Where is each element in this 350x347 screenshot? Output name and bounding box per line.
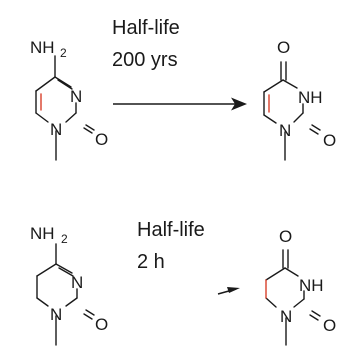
reaction-2-product-methyl-n: N: [280, 307, 292, 326]
reaction-2-arrow: [217, 287, 240, 298]
reaction-1-arrow: [113, 97, 247, 111]
reaction-1-reactant-ring-n: N: [70, 87, 82, 106]
reaction-2-product-bonds: [265, 249, 321, 346]
reaction-1-product-methyl-n: N: [279, 121, 291, 140]
reaction-1-reactant-amine-label: NH: [30, 38, 55, 57]
reaction-2-reactant-molecule: NH 2 N N O: [30, 224, 108, 346]
reaction-2-product-imide-nh: NH: [299, 276, 324, 295]
reaction-1-reactant-bonds: [35, 55, 95, 161]
reaction-2-reactant-amine-subscript: 2: [61, 232, 68, 246]
reaction-1-caption-line2: 200 yrs: [112, 49, 178, 71]
reaction-1-product-molecule: O NH N O: [263, 38, 336, 161]
reaction-2-reactant-bonds: [36, 243, 95, 346]
reaction-2-product-carbonyl-o-top: O: [279, 227, 292, 246]
reaction-2-reactant-methyl-n: N: [50, 305, 62, 324]
reaction-2-product-molecule: O NH N O: [265, 227, 336, 346]
reaction-2-reactant-ring-n: N: [71, 273, 83, 292]
reaction-2-product-carbonyl-o-right: O: [323, 316, 336, 335]
reaction-1-reactant-molecule: NH 2 N N O: [30, 38, 108, 161]
reaction-2-caption-line2: 2 h: [137, 251, 165, 273]
reaction-1-product-carbonyl-o-top: O: [277, 38, 290, 57]
reaction-1-reactant-methyl-n: N: [50, 120, 62, 139]
reaction-1: Half-life 200 yrs NH 2 N N O: [30, 17, 336, 161]
reaction-2-reactant-amine-label: NH: [30, 224, 55, 243]
reaction-1-product-bonds: [263, 61, 321, 161]
reaction-1-product-carbonyl-o-right: O: [323, 131, 336, 150]
reaction-2-reactant-carbonyl-o: O: [95, 315, 108, 334]
reaction-1-caption-line1: Half-life: [112, 17, 180, 39]
reaction-1-reactant-amine-subscript: 2: [60, 46, 67, 60]
reaction-1-reactant-carbonyl-o: O: [95, 130, 108, 149]
reaction-2-caption-line1: Half-life: [137, 219, 205, 241]
reaction-1-product-imide-nh: NH: [298, 88, 323, 107]
reaction-2: Half-life 2 h NH 2 N N O: [30, 219, 336, 346]
